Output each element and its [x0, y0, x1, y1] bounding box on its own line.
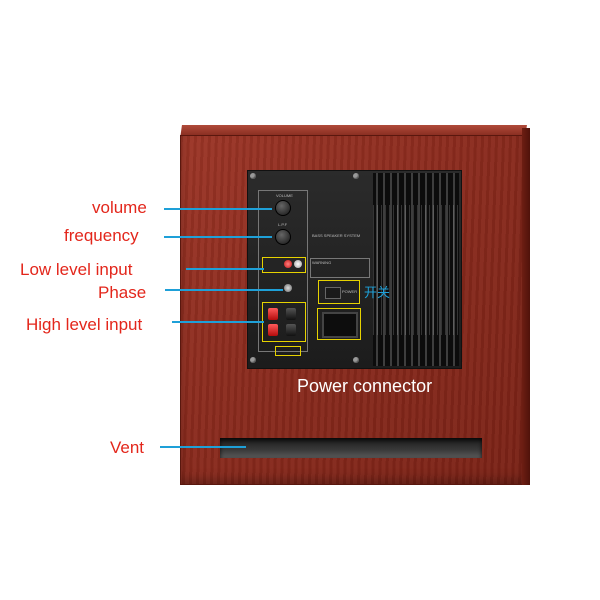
- vent-slot: [220, 438, 482, 458]
- screw-icon: [250, 357, 256, 363]
- panel-system-text: BASS SPEAKER SYSTEM: [312, 233, 361, 238]
- label-vent: Vent: [110, 438, 145, 457]
- heatsink-fins: [373, 205, 459, 335]
- pointer-line-high-level-input: [172, 321, 264, 323]
- heatsink: [373, 173, 459, 366]
- label-frequency: frequency: [64, 226, 139, 245]
- label-volume: volume: [92, 198, 147, 217]
- pointer-line-low-level-input: [186, 268, 264, 270]
- label-power-connector: Power connector: [297, 376, 433, 396]
- pointer-line-frequency: [164, 236, 272, 238]
- low-level-input-box: [262, 257, 306, 273]
- panel-warning-text: WARNING: [312, 260, 332, 265]
- power-connector-box: [317, 308, 361, 340]
- power-socket[interactable]: [322, 312, 358, 338]
- pointer-line-vent: [160, 446, 246, 448]
- power-switch[interactable]: [325, 287, 341, 299]
- pointer-line-volume: [164, 208, 272, 210]
- screw-icon: [353, 173, 359, 179]
- rca-white-jack[interactable]: [294, 260, 302, 268]
- pointer-line-phase: [165, 289, 283, 291]
- switch-label-chinese: 开关: [364, 285, 391, 300]
- panel-lpf-text: L.P.F: [278, 222, 288, 227]
- binding-post-red[interactable]: [268, 308, 278, 320]
- screw-icon: [353, 357, 359, 363]
- binding-post-black[interactable]: [286, 324, 296, 336]
- warning-label: [310, 258, 370, 278]
- control-column: [258, 190, 308, 352]
- frequency-knob[interactable]: [275, 229, 291, 245]
- power-switch-box: [318, 280, 360, 304]
- panel-power-text: POWER: [342, 289, 358, 294]
- binding-post-red[interactable]: [268, 324, 278, 336]
- label-phase: Phase: [98, 283, 147, 302]
- cabinet-side: [522, 128, 530, 485]
- screw-icon: [250, 173, 256, 179]
- panel-volume-text: VOLUME: [276, 193, 293, 198]
- rca-red-jack[interactable]: [284, 260, 292, 268]
- volume-knob[interactable]: [275, 200, 291, 216]
- phase-switch[interactable]: [284, 284, 292, 292]
- label-high-level-input: High level input: [26, 315, 143, 334]
- label-low-level-input: Low level input: [20, 260, 133, 279]
- polarity-box: [275, 346, 301, 356]
- binding-post-black[interactable]: [286, 308, 296, 320]
